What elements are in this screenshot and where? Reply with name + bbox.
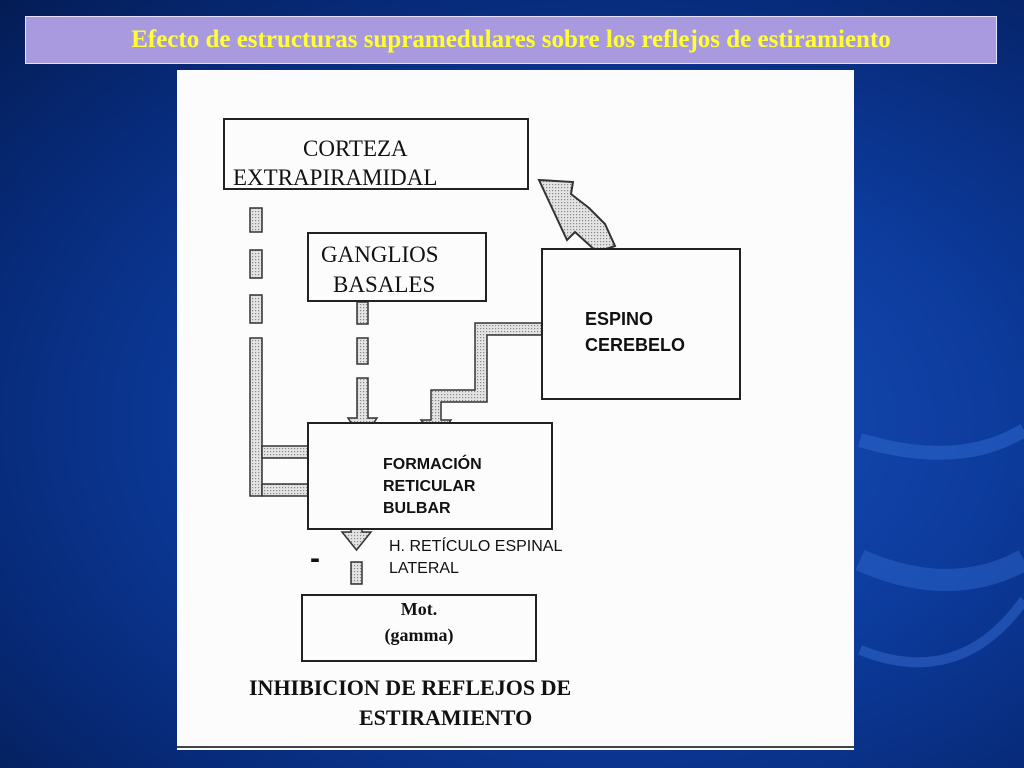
corteza-dashed-line	[249, 207, 263, 497]
ganglios-dashed-line	[346, 301, 379, 442]
espino-to-corteza-arrow	[537, 178, 617, 254]
ganglios-label-line1: GANGLIOS	[321, 242, 439, 267]
espino-box	[541, 248, 741, 400]
haz-label-line2: LATERAL	[389, 560, 459, 577]
mot-box	[301, 594, 537, 662]
espino-label-line2: CEREBELO	[585, 335, 686, 355]
caption-line1: INHIBICION DE REFLEJOS DE	[249, 675, 572, 700]
espino-label-line1: ESPINO	[585, 309, 654, 329]
formacion-label-line2: RETICULAR	[383, 478, 476, 495]
diagram-bottom-rule	[177, 746, 854, 748]
caption-line2: ESTIRAMIENTO	[359, 705, 533, 730]
diagram-panel: CORTEZA EXTRAPIRAMIDAL GANGLIOS BASALES …	[177, 70, 854, 750]
formacion-box	[307, 422, 553, 530]
corteza-box	[223, 118, 529, 190]
corteza-label-line1: CORTEZA	[303, 136, 408, 161]
ganglios-label-line2: BASALES	[333, 272, 436, 297]
mot-label-line2: (gamma)	[384, 625, 454, 645]
formacion-label-line1: FORMACIÓN	[383, 456, 482, 473]
minus-sign: -	[310, 542, 320, 575]
slide-title: Efecto de estructuras supramedulares sob…	[131, 26, 891, 53]
slide-title-box: Efecto de estructuras supramedulares sob…	[25, 16, 997, 64]
mot-label-line1: Mot.	[400, 599, 438, 619]
corteza-label-line2: EXTRAPIRAMIDAL	[233, 165, 438, 190]
haz-label-line1: H. RETÍCULO ESPINAL	[389, 538, 563, 555]
ganglios-box	[307, 232, 487, 302]
formacion-label-line3: BULBAR	[383, 500, 451, 517]
